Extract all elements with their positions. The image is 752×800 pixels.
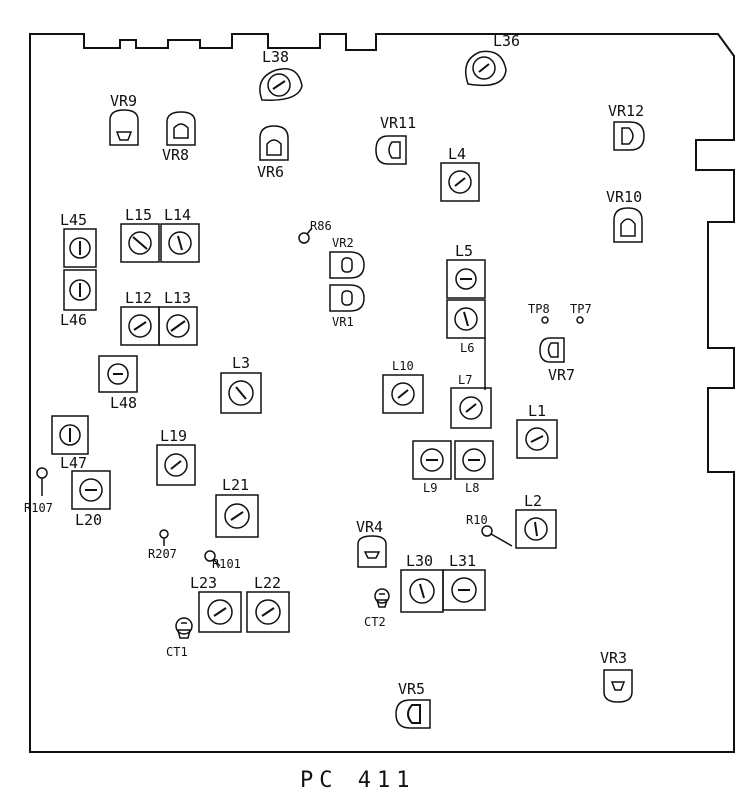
svg-text:L15: L15 [125,206,152,224]
svg-text:TP7: TP7 [570,302,592,316]
resistor-R107[interactable]: R107 [24,467,53,515]
capacitor-CT1[interactable]: CT1 [166,617,193,659]
trimmer-VR3[interactable]: VR3 [600,649,633,703]
coil-L48[interactable]: L48 [98,355,138,412]
svg-text:R207: R207 [148,547,177,561]
svg-text:L10: L10 [392,359,414,373]
coil-L14[interactable]: L14 [160,206,200,263]
svg-text:R10: R10 [466,513,488,527]
svg-text:R86: R86 [310,219,332,233]
coil-L9[interactable]: L9 [412,440,452,495]
svg-text:VR12: VR12 [608,102,644,120]
trimmer-VR10[interactable]: VR10 [606,188,643,243]
svg-text:L45: L45 [60,211,87,229]
resistor-R207[interactable]: R207 [148,529,177,561]
coil-L4[interactable]: L4 [440,145,480,202]
svg-text:L46: L46 [60,311,87,329]
svg-text:VR1: VR1 [332,315,354,329]
coil-L30[interactable]: L30 [400,552,444,613]
coil-L45[interactable]: L45 [60,211,97,268]
coil-L47[interactable]: L47 [51,415,89,472]
coil-L23[interactable]: L23 [190,574,242,633]
coil-L1[interactable]: L1 [516,402,558,459]
trimmer-VR9[interactable]: VR9 [109,92,139,146]
resistor-R86[interactable]: R86 [298,219,332,244]
svg-text:VR3: VR3 [600,649,627,667]
svg-text:L2: L2 [524,492,542,510]
svg-text:VR8: VR8 [162,146,189,164]
coil-L6[interactable]: L6 [446,299,486,390]
coil-L5[interactable]: L5 [446,242,486,299]
svg-text:L36: L36 [493,32,520,50]
coil-L22[interactable]: L22 [246,574,290,633]
svg-text:L21: L21 [222,476,249,494]
trimmer-VR4[interactable]: VR4 [356,518,387,568]
svg-text:VR9: VR9 [110,92,137,110]
svg-text:L6: L6 [460,341,474,355]
resistor-R101[interactable]: R101 [204,550,241,571]
svg-text:VR4: VR4 [356,518,383,536]
svg-text:L48: L48 [110,394,137,412]
board-title: PC 411 [300,768,415,793]
capacitor-CT2[interactable]: CT2 [364,588,390,629]
svg-text:L47: L47 [60,454,87,472]
coil-L8[interactable]: L8 [454,440,494,495]
svg-text:L1: L1 [528,402,546,420]
test-point-TP7[interactable]: TP7 [570,302,592,324]
trimmer-VR12[interactable]: VR12 [608,102,645,151]
svg-text:VR6: VR6 [257,163,284,181]
svg-text:VR7: VR7 [548,366,575,384]
coil-L20[interactable]: L20 [71,470,111,529]
coil-L46[interactable]: L46 [60,269,97,329]
coil-L36[interactable]: L36 [465,32,520,87]
coil-L10[interactable]: L10 [382,359,424,414]
trimmer-VR6[interactable]: VR6 [257,125,289,181]
svg-text:VR2: VR2 [332,236,354,250]
svg-text:L8: L8 [465,481,479,495]
trimmer-VR11[interactable]: VR11 [375,114,416,165]
board-outline [29,33,735,753]
resistor-R10[interactable]: R10 [466,513,513,547]
svg-text:L13: L13 [164,289,191,307]
svg-text:R101: R101 [212,557,241,571]
svg-text:L5: L5 [455,242,473,260]
svg-text:R107: R107 [24,501,53,515]
svg-text:L31: L31 [449,552,476,570]
coil-L7[interactable]: L7 [450,373,492,429]
svg-text:TP8: TP8 [528,302,550,316]
svg-text:VR10: VR10 [606,188,642,206]
svg-text:CT1: CT1 [166,645,188,659]
trimmer-VR7[interactable]: VR7 [539,337,575,384]
svg-text:L20: L20 [75,511,102,529]
coil-L38[interactable]: L38 [259,48,303,101]
coil-L12[interactable]: L12 [120,289,160,346]
svg-text:L23: L23 [190,574,217,592]
svg-text:L3: L3 [232,354,250,372]
coil-L15[interactable]: L15 [120,206,160,263]
coil-L19[interactable]: L19 [156,427,196,486]
svg-text:L38: L38 [262,48,289,66]
coil-L31[interactable]: L31 [442,552,486,611]
trimmer-VR5[interactable]: VR5 [395,680,431,729]
svg-text:L9: L9 [423,481,437,495]
svg-text:VR5: VR5 [398,680,425,698]
coil-L3[interactable]: L3 [220,354,262,414]
svg-text:VR11: VR11 [380,114,416,132]
svg-text:L30: L30 [406,552,433,570]
trimmer-VR1[interactable]: VR1 [329,284,365,329]
test-point-TP8[interactable]: TP8 [528,302,550,324]
svg-text:L7: L7 [458,373,472,387]
svg-text:L4: L4 [448,145,466,163]
coil-L2[interactable]: L2 [515,492,557,549]
svg-text:L19: L19 [160,427,187,445]
coil-L21[interactable]: L21 [215,476,259,538]
svg-text:L12: L12 [125,289,152,307]
svg-text:L22: L22 [254,574,281,592]
svg-text:L14: L14 [164,206,191,224]
trimmer-VR2[interactable]: VR2 [329,236,365,279]
trimmer-VR8[interactable]: VR8 [162,111,196,164]
svg-text:CT2: CT2 [364,615,386,629]
coil-L13[interactable]: L13 [158,289,198,346]
